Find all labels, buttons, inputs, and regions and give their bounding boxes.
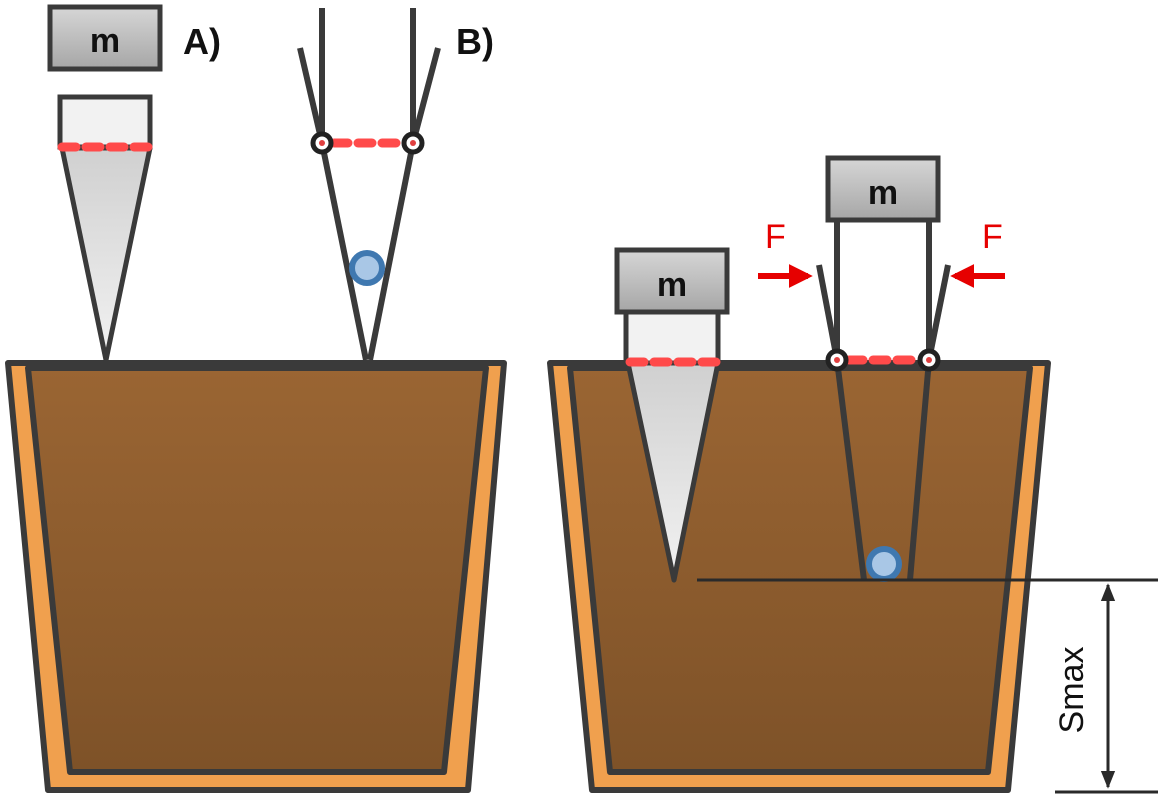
pivot-dot [319, 140, 325, 146]
tongs-driven-left-jaw [834, 359, 867, 581]
cone-a-tip [59, 145, 153, 363]
cone-driven: m [614, 247, 730, 583]
ball-b [349, 250, 385, 286]
mass-label-tongs: m [868, 174, 898, 212]
left-pot-soil [25, 365, 489, 775]
tongs-b-right-handle [410, 47, 441, 144]
pivot-dot [926, 357, 932, 363]
force-label-right: F [982, 218, 1003, 256]
tongs-b [297, 8, 441, 361]
pivot-dot [834, 357, 840, 363]
tongs-driven-right-handle [926, 264, 951, 361]
panel-label-a: A) [183, 21, 221, 62]
force-label-left: F [765, 218, 786, 256]
tongs-driven: m F F [758, 155, 1005, 582]
pivot-dot [410, 140, 416, 146]
ball-driven [866, 546, 902, 582]
cone-a: m [47, 4, 163, 363]
mass-block-a [47, 4, 163, 72]
panel-label-b: B) [456, 21, 494, 62]
left-pot [5, 360, 507, 793]
cone-driven-holder [623, 309, 721, 366]
depth-dimension: Smax [697, 578, 1158, 794]
right-pot-soil [567, 365, 1033, 775]
tongs-driven-left-handle [816, 264, 840, 361]
mass-block-tongs [825, 155, 941, 223]
tongs-b-right-jaw [367, 142, 416, 361]
mass-label-a: m [90, 22, 120, 60]
tongs-b-left-jaw [319, 142, 369, 361]
depth-label: Smax [1053, 647, 1091, 734]
tongs-driven-right-jaw [907, 359, 932, 581]
tongs-b-left-handle [297, 47, 325, 144]
right-pot [547, 360, 1051, 793]
mass-block-driven-cone [614, 247, 730, 315]
cone-a-holder [57, 94, 153, 150]
mass-label-driven-cone: m [657, 266, 687, 304]
